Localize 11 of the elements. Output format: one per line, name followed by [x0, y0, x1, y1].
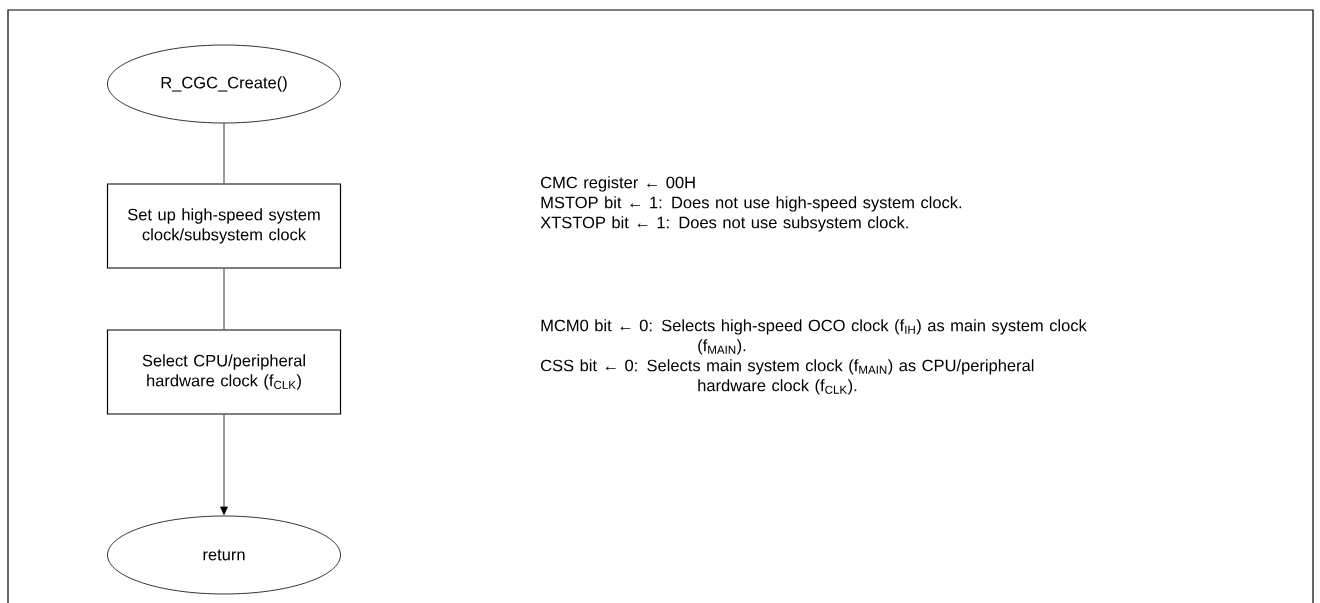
connector-line — [223, 123, 225, 184]
annotation-text: CMC register ← 00H MSTOP bit ← 1: Does not use high-speed system clock. XTSTOP bit ← 1: Does not use subsystem clock. — [540, 176, 962, 232]
terminal-oval: R_CGC_Create() — [107, 44, 341, 124]
node-label: CSS bit ← 0: Selects main system clock (f$_{MAIN}$) as CPU/peripheral hardware clock (f$_{CLK}$). — [541, 359, 1034, 395]
terminal-oval: return — [107, 515, 341, 595]
process-box: Select CPU/peripheral hardware clock (f$_{CLK}$) — [106, 329, 342, 415]
process-box: Set up high-speed system clock/subsystem clock — [106, 183, 342, 269]
connector-line — [223, 268, 225, 330]
annotation-text: MCM0 bit ← 0: Selects high-speed OCO clock (f$_{IH}$) as main system clock (f$_{MAIN}$). CSS bit ← 0: Selects main system clock (f$_{MAIN}$) as CPU/peripheral hardware clock (f$_{CLK}$). — [541, 319, 1087, 395]
connector-line — [220, 414, 228, 515]
node-label: MCM0 bit ← 0: Selects high-speed OCO clock (f$_{IH}$) as main system clock (f$_{MAIN}$). — [541, 319, 1087, 355]
